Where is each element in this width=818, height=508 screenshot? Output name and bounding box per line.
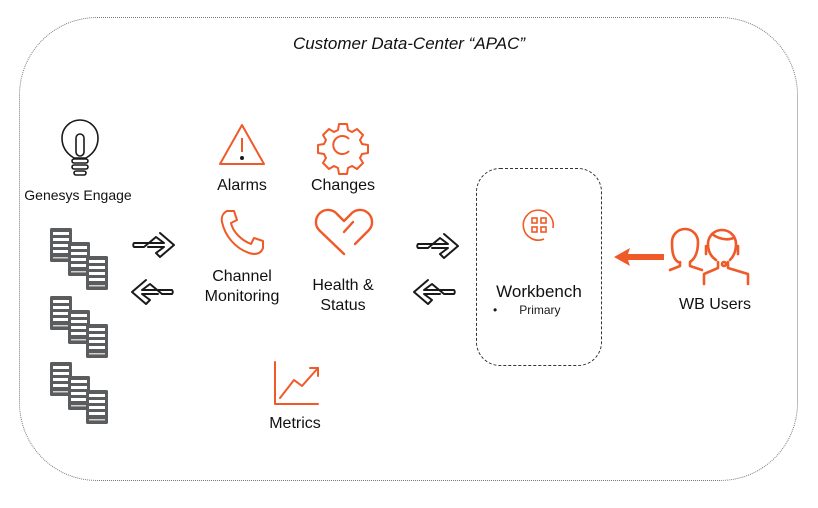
label-line: Monitoring [204, 288, 280, 305]
metrics-label: Metrics [269, 415, 321, 432]
heart-icon [314, 208, 374, 256]
channel-monitoring-label: Channel Monitoring [192, 267, 292, 307]
warning-icon [219, 124, 265, 165]
wb-users-label: WB Users [679, 296, 751, 313]
chart-line-icon [274, 361, 319, 405]
changes-label: Changes [310, 177, 376, 194]
server-stack-icon [50, 296, 108, 358]
workbench-label: Workbench [496, 282, 582, 301]
source-label: Genesys Engage [24, 187, 132, 203]
server-stack-icon [50, 228, 108, 290]
alarms-label: Alarms [217, 177, 267, 194]
phone-icon [220, 210, 264, 255]
workbench-box[interactable] [476, 168, 602, 366]
arrow-left-icon [131, 279, 174, 305]
health-status-label: Health & Status [293, 276, 393, 316]
label-line: Health & [312, 277, 374, 294]
arrow-right-icon [132, 232, 175, 258]
arrow-left-solid-icon [614, 248, 664, 266]
diagram-title: Customer Data-Center “APAC” [292, 34, 526, 53]
lightbulb-icon [61, 119, 99, 176]
workbench-bullet: • Primary [493, 302, 561, 318]
workbench-bullet-text: Primary [519, 303, 561, 317]
server-stack-icon [50, 362, 108, 424]
bullet-dot: • [493, 303, 498, 317]
label-line: Channel [212, 268, 272, 285]
datacenter-boundary [19, 17, 798, 481]
arrow-left-icon [413, 279, 456, 305]
apps-grid-icon [522, 209, 555, 241]
gear-icon [317, 123, 369, 175]
users-headset-icon [668, 227, 750, 286]
label-line: Status [320, 297, 366, 314]
arrow-right-icon [416, 233, 459, 259]
